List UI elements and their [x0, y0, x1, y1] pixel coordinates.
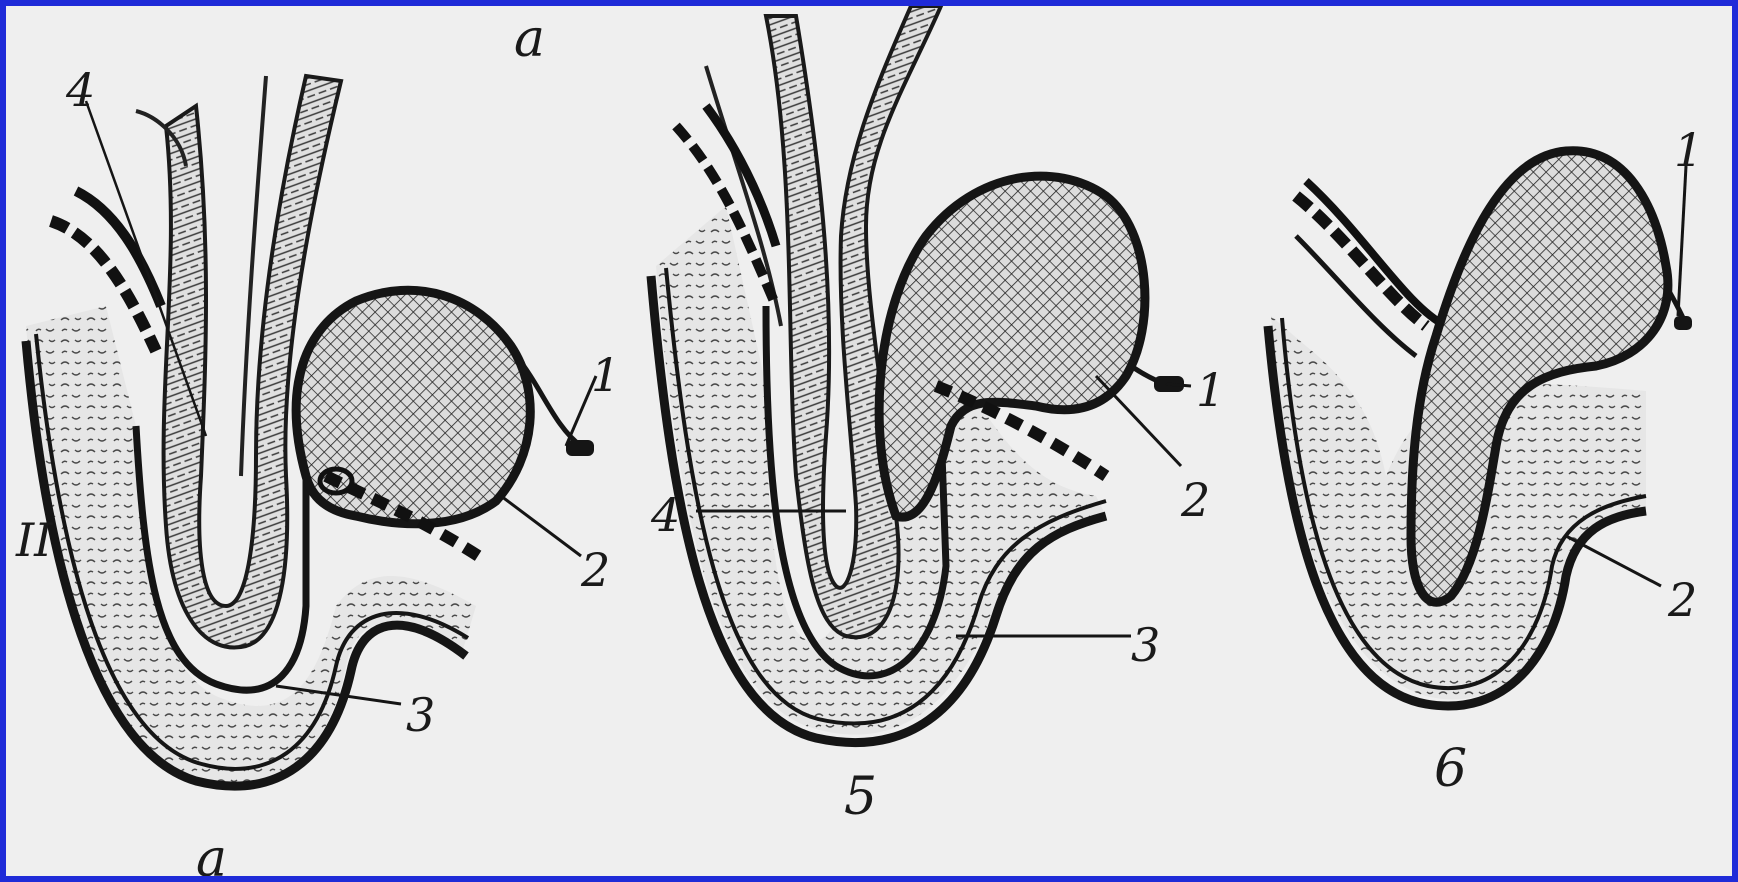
label-b-1: 1 [1196, 363, 1225, 417]
panel-letter-a: a [196, 829, 227, 876]
label-a-3: 3 [406, 688, 435, 742]
panel-letter-b: 5 [844, 767, 877, 827]
label-a-2: 2 [580, 543, 610, 597]
label-c-1: 1 [1674, 123, 1703, 177]
panel-letter-a-top: a [514, 9, 545, 69]
label-a-1: 1 [591, 348, 620, 402]
testis-a [296, 290, 530, 524]
label-b-3: 3 [1131, 618, 1160, 672]
label-b-4: 4 [650, 488, 680, 542]
figure-frame: 4 1 2 3 II a a 1 2 3 4 5 [6, 6, 1732, 876]
side-mark-a: II [15, 513, 53, 567]
panel-b: 1 2 3 4 5 [650, 6, 1225, 827]
anatomy-figure: 4 1 2 3 II a a 1 2 3 4 5 [6, 6, 1732, 876]
panel-letter-c: 6 [1434, 739, 1467, 799]
label-c-2: 2 [1667, 573, 1697, 627]
label-a-4: 4 [65, 63, 95, 117]
label-b-2: 2 [1180, 473, 1210, 527]
panel-a: 4 1 2 3 II a a [15, 9, 620, 876]
panel-c: 1 2 6 [1268, 123, 1703, 799]
